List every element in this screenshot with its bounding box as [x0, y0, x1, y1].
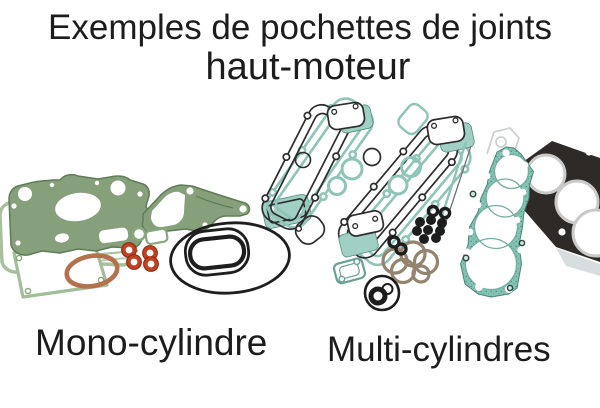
svg-text:Exemples de pochettes de joint: Exemples de pochettes de joints — [48, 8, 552, 47]
svg-text:Mono-cylindre: Mono-cylindre — [35, 322, 267, 363]
svg-text:haut-moteur: haut-moteur — [206, 46, 411, 88]
svg-text:Multi-cylindres: Multi-cylindres — [327, 330, 551, 369]
